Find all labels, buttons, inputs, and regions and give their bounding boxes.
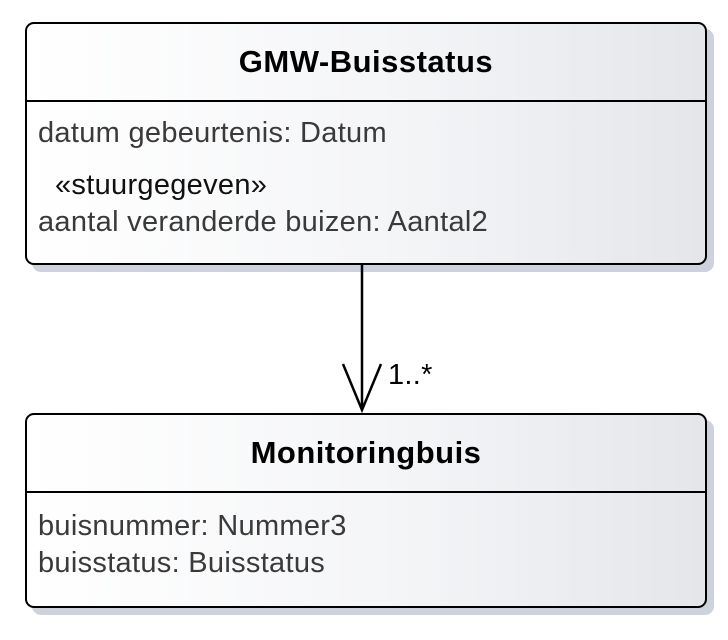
attribute-row: aantal veranderde buizen: Aantal2 bbox=[38, 206, 489, 238]
multiplicity-label: 1..* bbox=[388, 359, 433, 391]
class-box-gmw-buisstatus: GMW-Buisstatus datum gebeurtenis: Datum … bbox=[25, 22, 707, 265]
attribute-row: buisstatus: Buisstatus bbox=[38, 547, 326, 579]
attribute-row: buisnummer: Nummer3 bbox=[38, 510, 347, 542]
class-attributes: datum gebeurtenis: Datum «stuurgegeven» … bbox=[27, 115, 705, 241]
class-title: GMW-Buisstatus bbox=[27, 24, 705, 102]
class-attributes: buisnummer: Nummer3 buisstatus: Buisstat… bbox=[27, 508, 705, 582]
attribute-row: datum gebeurtenis: Datum bbox=[38, 117, 387, 149]
class-title: Monitoringbuis bbox=[27, 415, 705, 493]
open-arrowhead-icon bbox=[341, 363, 383, 414]
stereotype-label: «stuurgegeven» bbox=[55, 169, 268, 201]
class-box-monitoringbuis: Monitoringbuis buisnummer: Nummer3 buiss… bbox=[25, 413, 707, 608]
